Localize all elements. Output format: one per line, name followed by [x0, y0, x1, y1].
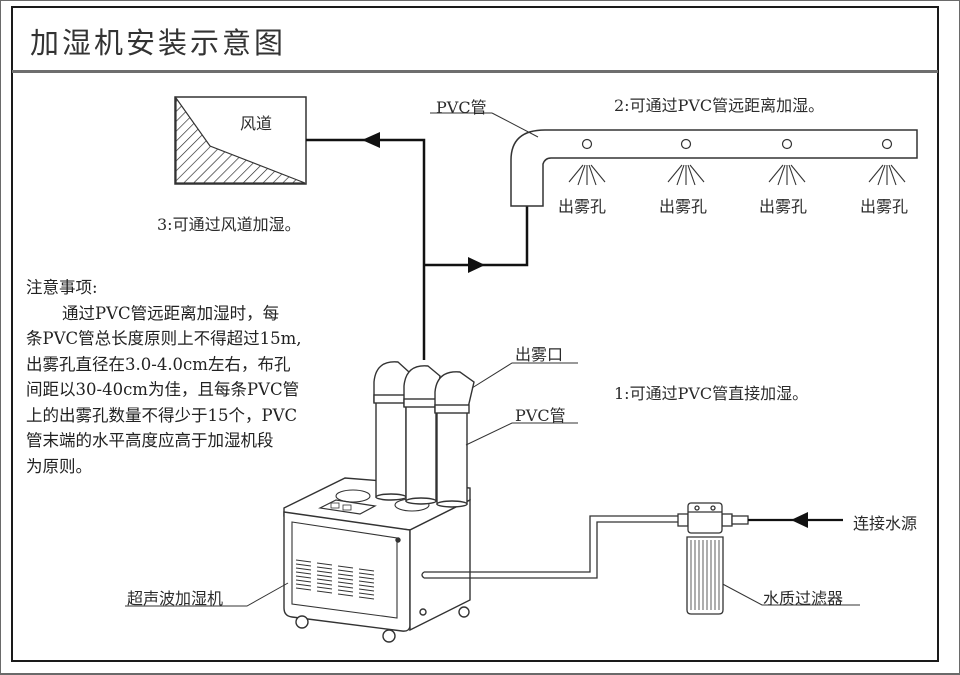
option-2-text: 2:可通过PVC管远距离加湿。 — [614, 96, 825, 115]
arrow-right-icon — [468, 257, 485, 273]
diagram-title: 加湿机安装示意图 — [30, 26, 287, 60]
notes-line: 通过PVC管远距离加湿时，每 — [62, 303, 280, 323]
mist-hole-label: 出雾孔 — [659, 197, 708, 216]
notes-line: 条PVC管总长度原则上不得超过15m, — [26, 329, 302, 348]
mist-hole-markers — [581, 138, 893, 150]
pvc-distribution-pipe — [430, 112, 918, 207]
notes-line: 出雾孔直径在3.0-4.0cm左右，布孔 — [26, 354, 291, 374]
notes-heading: 注意事项: — [26, 278, 98, 297]
notes-line: 间距以30-40cm为佳，且每条PVC管 — [26, 380, 300, 399]
water-filter-label: 水质过滤器 — [763, 589, 844, 608]
option-3-text: 3:可通过风道加湿。 — [157, 215, 301, 234]
ultrasonic-humidifier — [283, 477, 471, 643]
water-supply-pipe — [421, 515, 678, 579]
mist-outlet-label: 出雾口 — [515, 345, 564, 364]
vent-column — [295, 559, 312, 591]
option-1-text: 1:可通过PVC管直接加湿。 — [614, 384, 809, 403]
water-source-label: 连接水源 — [853, 514, 918, 533]
water-filter — [677, 502, 749, 615]
water-source-line — [748, 512, 843, 528]
pipe-1 — [373, 361, 410, 501]
mist-hole-label: 出雾孔 — [558, 197, 607, 216]
duct-feed-line — [306, 132, 426, 360]
air-duct-label: 风道 — [240, 114, 273, 133]
mist-hole-label: 出雾孔 — [759, 197, 808, 216]
notes-line: 为原则。 — [26, 456, 92, 476]
pipe-3 — [434, 371, 475, 508]
notes-line: 管末端的水平高度应高于加湿机段 — [26, 431, 274, 450]
mist-sprays — [568, 164, 906, 186]
humidifier-pipes — [373, 361, 475, 508]
arrow-left-icon — [362, 132, 380, 148]
leader-lines — [125, 362, 860, 607]
pvc-pipe-top-label: PVC管 — [436, 98, 487, 117]
arrow-left-icon — [791, 512, 808, 528]
notes-line: 上的出雾孔数量不得少于15个，PVC — [26, 405, 298, 425]
pipe-2 — [403, 365, 441, 505]
installation-notes: 注意事项: 通过PVC管远距离加湿时，每 条PVC管总长度原则上不得超过15m,… — [26, 275, 356, 479]
pvc-pipe-unit-label: PVC管 — [515, 406, 566, 425]
title-divider — [12, 70, 938, 73]
pvc-feed-line — [424, 206, 529, 273]
diagram-frame — [11, 6, 939, 662]
humidifier-label: 超声波加湿机 — [127, 589, 224, 608]
caster-wheels — [295, 606, 470, 643]
mist-hole-label: 出雾孔 — [860, 197, 909, 216]
